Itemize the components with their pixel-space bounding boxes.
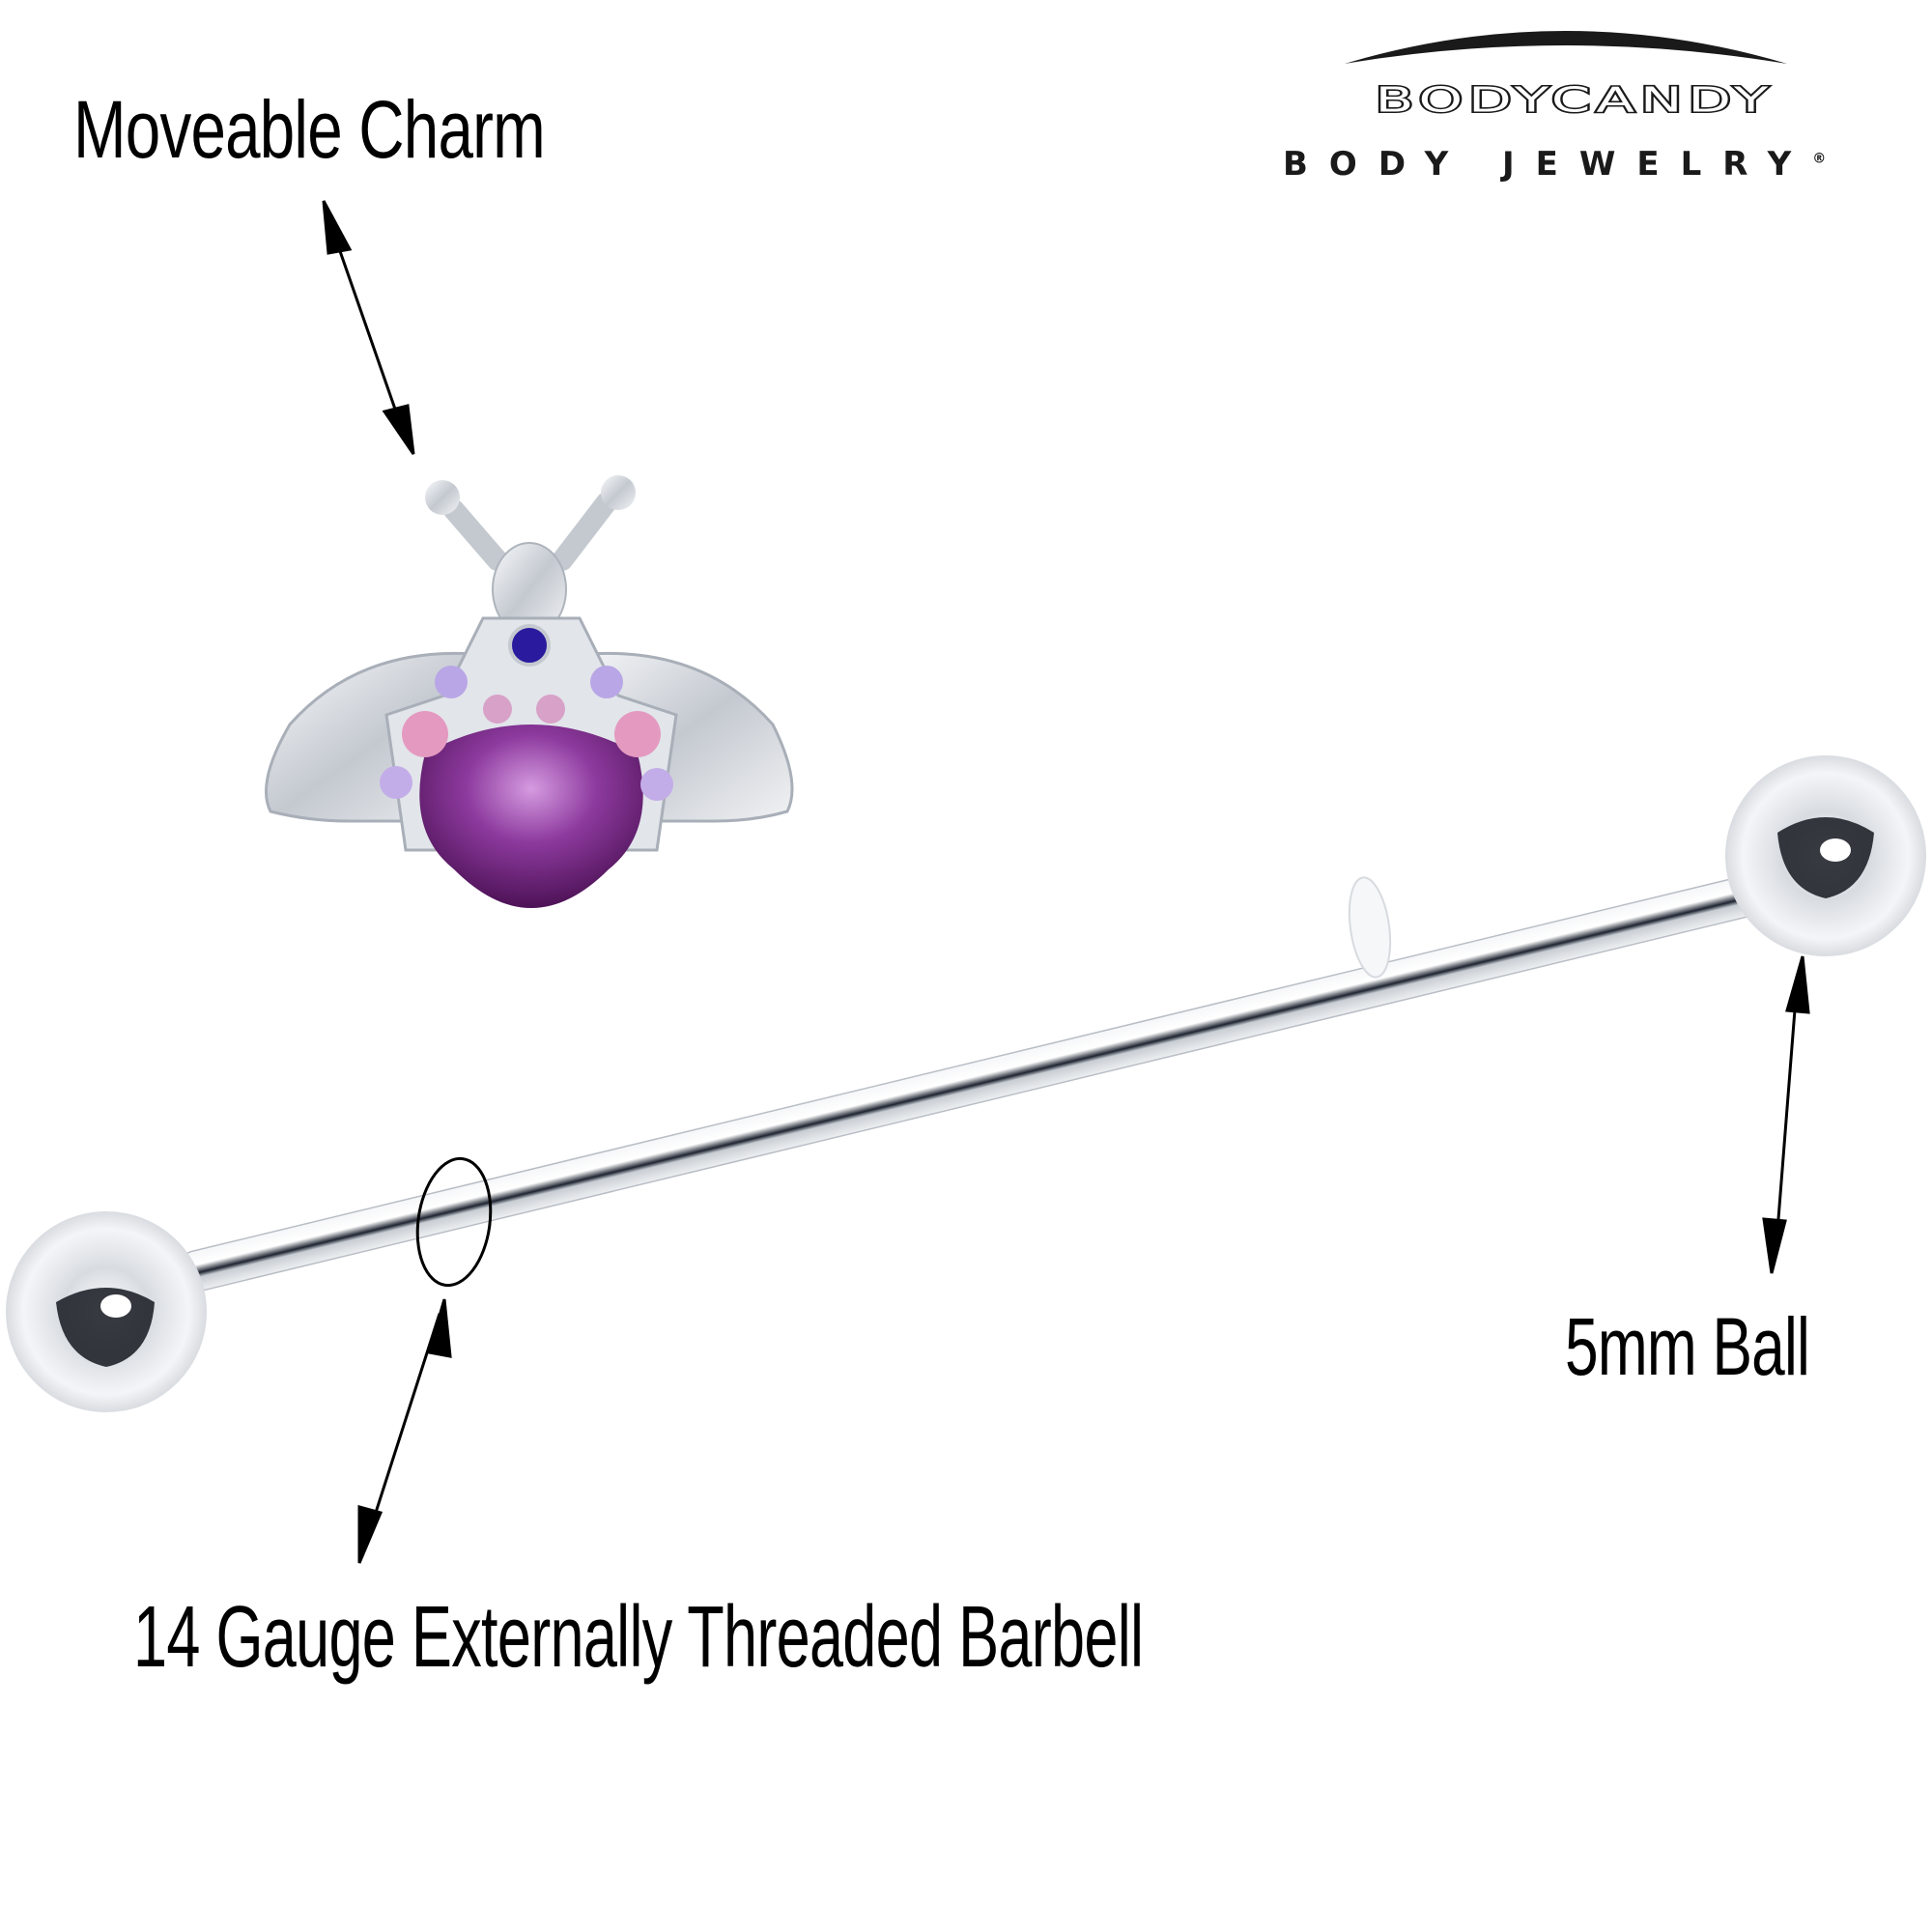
brand-tagline-text: BODY JEWELRY [1283,145,1813,184]
arrow-ball [1762,955,1810,1274]
arrow-charm [322,200,415,455]
registered-mark: ® [1812,151,1827,167]
brand-logo: BODYCANDY BODY JEWELRY® [1227,10,1922,184]
o-ring [1348,876,1392,979]
arrow-barbell [357,1298,452,1564]
brand-wordmark: BODYCANDY [1373,77,1775,121]
callout-moveable-charm: Moveable Charm [73,84,546,175]
callout-ball-size: 5mm Ball [1565,1301,1810,1392]
brand-tagline: BODY JEWELRY® [1283,145,1826,184]
logo-arc [1345,31,1787,64]
barbell [184,872,1770,1293]
thread-indicator [415,1156,493,1288]
callout-barbell-gauge: 14 Gauge Externally Threaded Barbell [133,1589,1144,1686]
charm-firefly [265,475,794,908]
